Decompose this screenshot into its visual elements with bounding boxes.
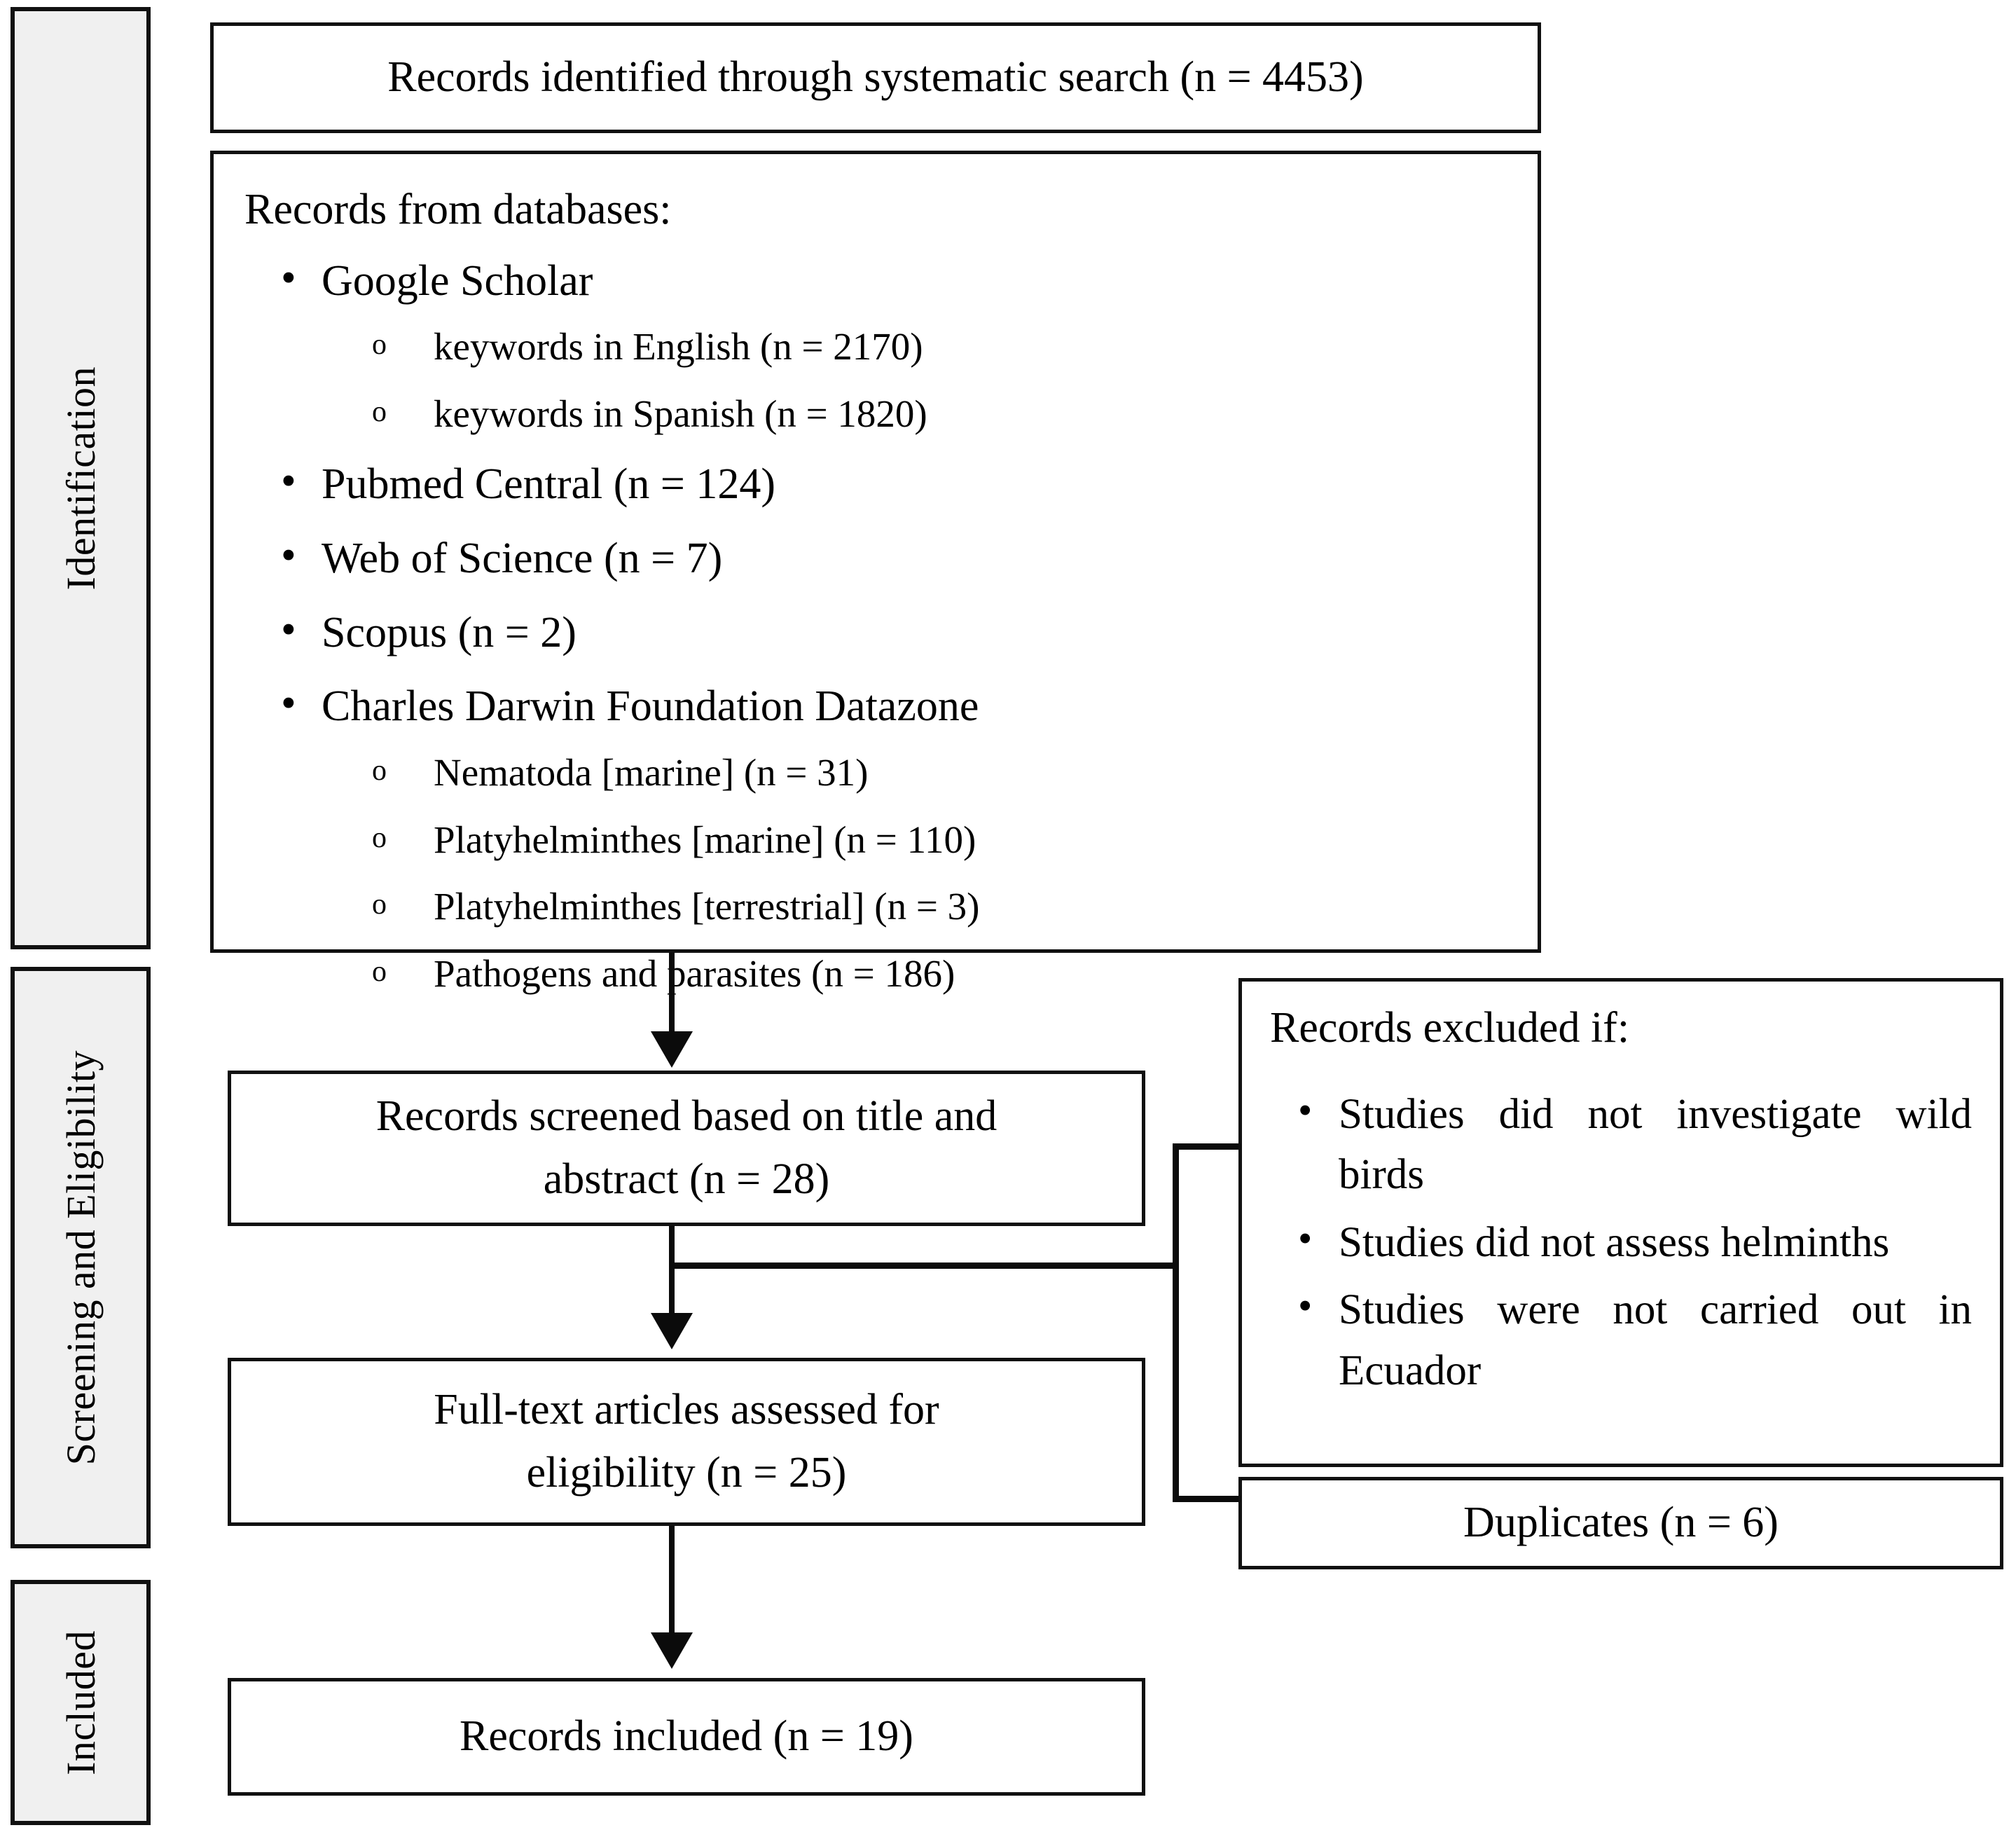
databases-title: Records from databases: bbox=[244, 186, 672, 233]
box-records-screened-line1: Records screened based on title and bbox=[375, 1092, 997, 1141]
connector-databases-to-screened bbox=[669, 953, 675, 1037]
excluded-item: Studies did not assess helminths bbox=[1295, 1210, 1972, 1274]
stage-label-screening-eligibility-text: Screening and Eligibility bbox=[57, 1050, 104, 1466]
connector-fulltext-to-included bbox=[669, 1526, 675, 1638]
stage-label-identification-text: Identification bbox=[57, 366, 104, 591]
database-subitem: Nematoda [marine] (n = 31) bbox=[372, 748, 1507, 798]
connector-screened-to-fulltext bbox=[669, 1226, 675, 1319]
stage-label-included: Included bbox=[11, 1580, 151, 1825]
database-item-label: Google Scholar bbox=[322, 256, 593, 305]
stage-label-screening-eligibility: Screening and Eligibility bbox=[11, 967, 151, 1548]
arrowhead-fulltext-to-included bbox=[651, 1632, 693, 1669]
connector-to-excluded-box bbox=[1173, 1143, 1243, 1150]
connector-exclusion-horizontal-stub bbox=[669, 1262, 1179, 1269]
box-fulltext-line1: Full-text articles assessed for bbox=[434, 1386, 939, 1434]
database-sublist-google-scholar: keywords in English (n = 2170) keywords … bbox=[322, 322, 1507, 439]
connector-to-duplicates-box bbox=[1173, 1496, 1243, 1502]
database-subitem: keywords in Spanish (n = 1820) bbox=[372, 389, 1507, 439]
box-records-identified: Records identified through systematic se… bbox=[210, 22, 1541, 133]
connector-exclusion-spine bbox=[1173, 1143, 1179, 1502]
excluded-list: Studies did not investigate wild birds S… bbox=[1270, 1082, 1972, 1402]
database-subitem: Pathogens and parasites (n = 186) bbox=[372, 949, 1507, 999]
box-fulltext-line2: eligibility (n = 25) bbox=[526, 1449, 847, 1497]
excluded-item: Studies were not carried out in Ecuador bbox=[1295, 1277, 1972, 1401]
box-records-included: Records included (n = 19) bbox=[228, 1678, 1145, 1796]
box-duplicates-text: Duplicates (n = 6) bbox=[1463, 1499, 1779, 1547]
excluded-title: Records excluded if: bbox=[1270, 1004, 1630, 1052]
database-item-label: Scopus (n = 2) bbox=[322, 608, 577, 656]
database-subitem: keywords in English (n = 2170) bbox=[372, 322, 1507, 372]
arrowhead-screened-to-fulltext bbox=[651, 1313, 693, 1349]
excluded-item: Studies did not investigate wild birds bbox=[1295, 1082, 1972, 1206]
database-subitem: Platyhelminthes [marine] (n = 110) bbox=[372, 815, 1507, 865]
box-duplicates: Duplicates (n = 6) bbox=[1238, 1477, 2003, 1569]
box-records-screened-line2: abstract (n = 28) bbox=[543, 1155, 830, 1203]
box-records-screened: Records screened based on title and abst… bbox=[228, 1071, 1145, 1226]
box-fulltext-articles-text: Full-text articles assessed for eligibil… bbox=[406, 1379, 967, 1505]
box-fulltext-articles: Full-text articles assessed for eligibil… bbox=[228, 1358, 1145, 1526]
box-records-from-databases: Records from databases: Google Scholar k… bbox=[210, 151, 1541, 995]
database-item-label: Pubmed Central (n = 124) bbox=[322, 460, 775, 509]
box-records-screened-text: Records screened based on title and abst… bbox=[348, 1085, 1026, 1211]
box-records-included-text: Records included (n = 19) bbox=[460, 1712, 913, 1761]
database-item-pubmed-central: Pubmed Central (n = 124) bbox=[277, 453, 1507, 514]
stage-label-included-text: Included bbox=[57, 1630, 104, 1775]
box-records-excluded: Records excluded if: Studies did not inv… bbox=[1238, 978, 2003, 1467]
database-item-web-of-science: Web of Science (n = 7) bbox=[277, 527, 1507, 589]
database-sublist-charles-darwin-foundation-datazone: Nematoda [marine] (n = 31) Platyhelminth… bbox=[322, 748, 1507, 998]
database-item-label: Charles Darwin Foundation Datazone bbox=[322, 682, 979, 731]
database-item-label: Web of Science (n = 7) bbox=[322, 535, 723, 583]
database-item-scopus: Scopus (n = 2) bbox=[277, 601, 1507, 663]
arrowhead-databases-to-screened bbox=[651, 1031, 693, 1068]
database-item-google-scholar: Google Scholar keywords in English (n = … bbox=[277, 249, 1507, 439]
databases-list: Google Scholar keywords in English (n = … bbox=[244, 249, 1507, 998]
database-item-charles-darwin-foundation-datazone: Charles Darwin Foundation Datazone Nemat… bbox=[277, 675, 1507, 998]
stage-label-identification: Identification bbox=[11, 7, 151, 949]
box-records-identified-text: Records identified through systematic se… bbox=[387, 53, 1364, 102]
database-subitem: Platyhelminthes [terrestrial] (n = 3) bbox=[372, 881, 1507, 932]
